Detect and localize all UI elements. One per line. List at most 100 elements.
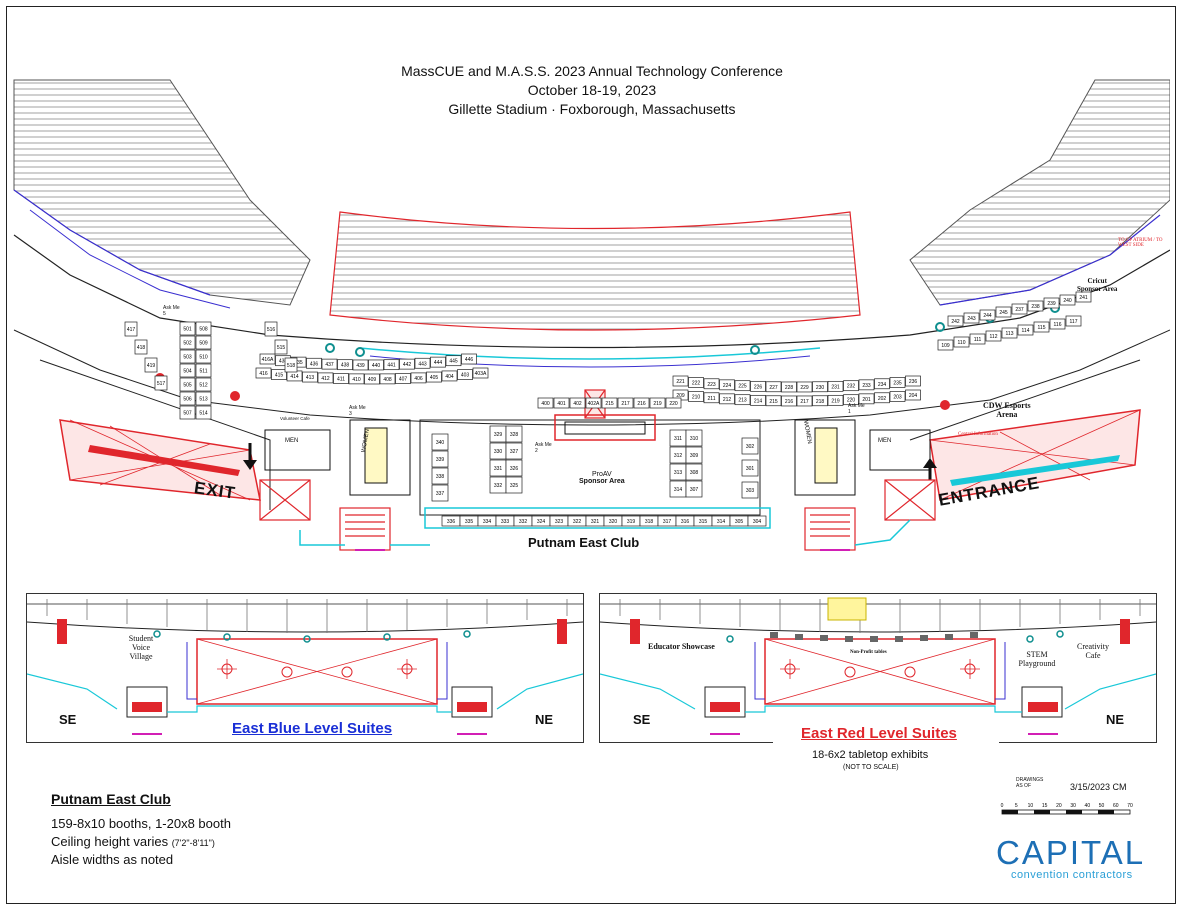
booth-number: 312 bbox=[674, 453, 683, 459]
booth-117: 117 bbox=[1065, 315, 1082, 327]
booth-number: 224 bbox=[723, 383, 732, 389]
booth-number: 404 bbox=[445, 374, 454, 380]
gp-atrium-note: TO GP ATRIUM / TO WEST SIDE bbox=[1118, 238, 1163, 248]
booth-217: 217 bbox=[617, 397, 634, 409]
center-seating-section bbox=[329, 211, 861, 331]
title-line-1: MassCUE and M.A.S.S. 2023 Annual Technol… bbox=[401, 63, 783, 79]
booth-number: 217 bbox=[800, 399, 809, 405]
booth-518: 518 bbox=[284, 357, 298, 373]
booth-502: 502 bbox=[179, 335, 196, 350]
booth-204: 204 bbox=[905, 389, 921, 401]
booth-number: 337 bbox=[436, 491, 445, 497]
booth-number: 234 bbox=[878, 382, 887, 388]
booth-number: 322 bbox=[573, 519, 582, 525]
booth-number: 213 bbox=[738, 398, 747, 404]
booth-240: 240 bbox=[1059, 294, 1076, 306]
booth-number: 507 bbox=[183, 411, 192, 417]
booth-220: 220 bbox=[843, 394, 859, 406]
east-red-level-title: East Red Level Suites bbox=[801, 725, 957, 742]
blue-ne-label: NE bbox=[535, 712, 554, 727]
booth-number: 325 bbox=[510, 483, 519, 489]
booth-number: 203 bbox=[893, 394, 902, 400]
booth-230: 230 bbox=[812, 381, 828, 393]
booth-number: 242 bbox=[951, 319, 960, 325]
booth-219: 219 bbox=[649, 397, 666, 409]
booth-number: 225 bbox=[738, 384, 747, 390]
booth-507: 507 bbox=[179, 405, 196, 420]
booth-number: 301 bbox=[746, 466, 755, 472]
booth-419: 419 bbox=[144, 357, 158, 373]
booth-number: 333 bbox=[501, 519, 510, 525]
booth-number: 112 bbox=[990, 334, 998, 340]
booth-number: 239 bbox=[1047, 301, 1056, 307]
booth-238: 238 bbox=[1027, 300, 1044, 312]
booth-number: 335 bbox=[465, 519, 474, 525]
booth-446: 446 bbox=[461, 353, 477, 365]
booth-number: 510 bbox=[199, 355, 208, 361]
notes-line-ceiling: Ceiling height varies (7'2"-8'11") bbox=[51, 833, 215, 852]
booth-235: 235 bbox=[889, 377, 906, 388]
booth-number: 437 bbox=[325, 362, 334, 368]
booth-443: 443 bbox=[414, 357, 431, 369]
booth-number: 413 bbox=[306, 375, 315, 381]
booth-439: 439 bbox=[352, 359, 369, 371]
booth-number: 241 bbox=[1079, 295, 1088, 301]
booth-234: 234 bbox=[874, 378, 890, 390]
booth-number: 235 bbox=[893, 380, 902, 386]
booth-number: 331 bbox=[494, 466, 503, 472]
booth-410: 410 bbox=[348, 373, 365, 385]
cricut-label: Cricut Sponsor Area bbox=[1077, 277, 1117, 293]
booth-400: 400 bbox=[537, 397, 554, 409]
booth-114: 114 bbox=[1017, 324, 1034, 336]
booth-216: 216 bbox=[633, 397, 650, 409]
booth-320: 320 bbox=[603, 515, 623, 527]
booth-number: 329 bbox=[494, 432, 503, 438]
booth-440: 440 bbox=[368, 359, 384, 371]
booth-number: 220 bbox=[847, 398, 856, 404]
booth-508: 508 bbox=[195, 321, 212, 336]
booth-314: 314 bbox=[669, 480, 687, 498]
scale-tick-label: 20 bbox=[1056, 803, 1062, 809]
capital-logo-wordmark: CAPITAL bbox=[996, 834, 1146, 871]
booth-402A: 402A bbox=[585, 397, 602, 409]
booth-number: 412 bbox=[321, 376, 330, 382]
booth-number: 310 bbox=[690, 436, 699, 442]
right-seating-section bbox=[909, 79, 1170, 306]
booth-number: 223 bbox=[707, 382, 716, 388]
booth-number: 117 bbox=[1070, 319, 1078, 325]
booth-325: 325 bbox=[505, 476, 523, 494]
booth-437: 437 bbox=[321, 358, 338, 370]
booth-242: 242 bbox=[947, 315, 964, 327]
ceiling-range: (7'2"-8'11") bbox=[171, 838, 215, 848]
booth-232: 232 bbox=[843, 380, 859, 392]
booth-number: 403 bbox=[461, 373, 470, 379]
notes-heading: Putnam East Club bbox=[51, 791, 171, 807]
booth-number: 402 bbox=[573, 401, 582, 407]
booth-510: 510 bbox=[195, 349, 212, 364]
booth-number: 226 bbox=[754, 384, 763, 390]
cdw-sub: Arena bbox=[996, 410, 1018, 419]
putnam-east-club-label: Putnam East Club bbox=[528, 535, 640, 550]
ask-me-2-label: Ask Me 2 bbox=[535, 442, 552, 454]
booth-number: 240 bbox=[1063, 298, 1072, 304]
volunteer-cafe-note: Volunteer Cafe bbox=[280, 416, 310, 421]
east-blue-level-title: East Blue Level Suites bbox=[232, 720, 393, 737]
booth-406: 406 bbox=[410, 372, 427, 384]
booth-338: 338 bbox=[431, 467, 449, 485]
booth-202: 202 bbox=[874, 392, 890, 404]
proav-name: ProAV bbox=[591, 471, 612, 478]
booth-331: 331 bbox=[489, 459, 507, 477]
booth-509: 509 bbox=[195, 335, 212, 350]
booth-number: 402A bbox=[588, 401, 600, 407]
booth-number: 217 bbox=[621, 401, 630, 407]
booth-414: 414 bbox=[286, 370, 303, 382]
booth-332: 332 bbox=[513, 515, 533, 527]
booth-231: 231 bbox=[827, 380, 844, 392]
booth-115: 115 bbox=[1033, 321, 1050, 333]
booth-number: 506 bbox=[183, 397, 192, 403]
red-title-backdrop bbox=[773, 723, 999, 745]
booth-number: 216 bbox=[785, 399, 794, 405]
booth-number: 443 bbox=[418, 361, 427, 367]
booth-229: 229 bbox=[796, 381, 813, 393]
